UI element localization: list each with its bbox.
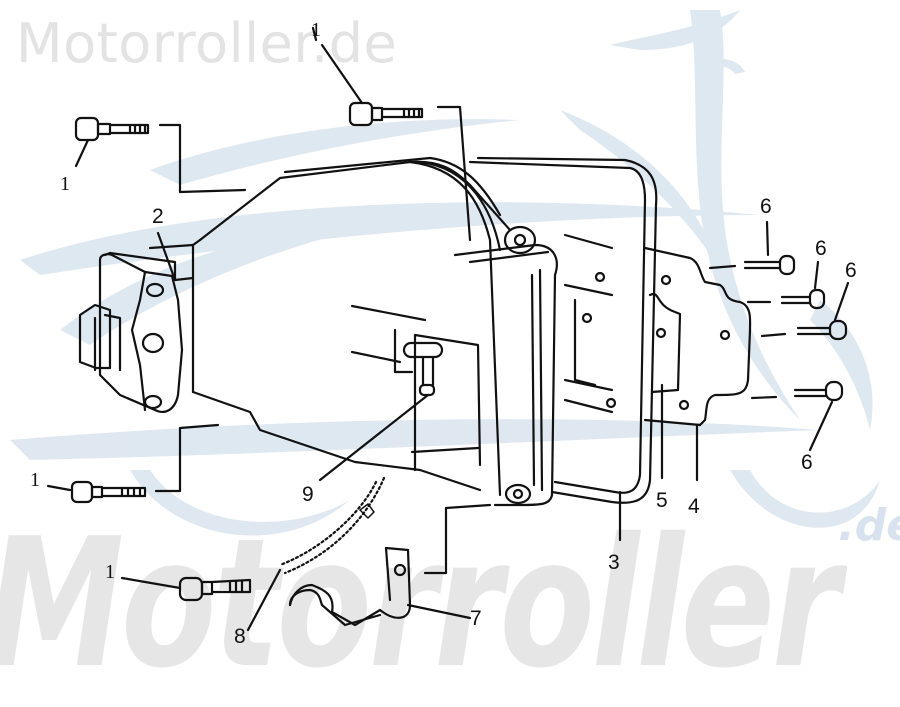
- callout-6: 6: [801, 451, 813, 474]
- parts-line-art: [46, 26, 850, 632]
- callout-9: 9: [302, 483, 314, 506]
- callout-1: 1: [105, 561, 115, 583]
- callout-3: 3: [608, 551, 620, 574]
- callout-2: 2: [152, 205, 164, 228]
- callout-6: 6: [845, 259, 857, 282]
- bolt-icon: [74, 116, 150, 142]
- callout-1: 1: [311, 19, 321, 41]
- watermark-top-text: Motorroller.de: [16, 12, 398, 75]
- callout-5: 5: [656, 489, 668, 512]
- callout-6: 6: [760, 195, 772, 218]
- callout-1: 1: [60, 173, 70, 195]
- callout-6: 6: [815, 237, 827, 260]
- callout-8: 8: [234, 625, 246, 648]
- callout-4: 4: [688, 495, 700, 518]
- callout-1: 1: [30, 469, 40, 491]
- diagram-canvas: Motorroller.de Motorroller .de: [0, 10, 900, 693]
- callout-7: 7: [470, 607, 482, 630]
